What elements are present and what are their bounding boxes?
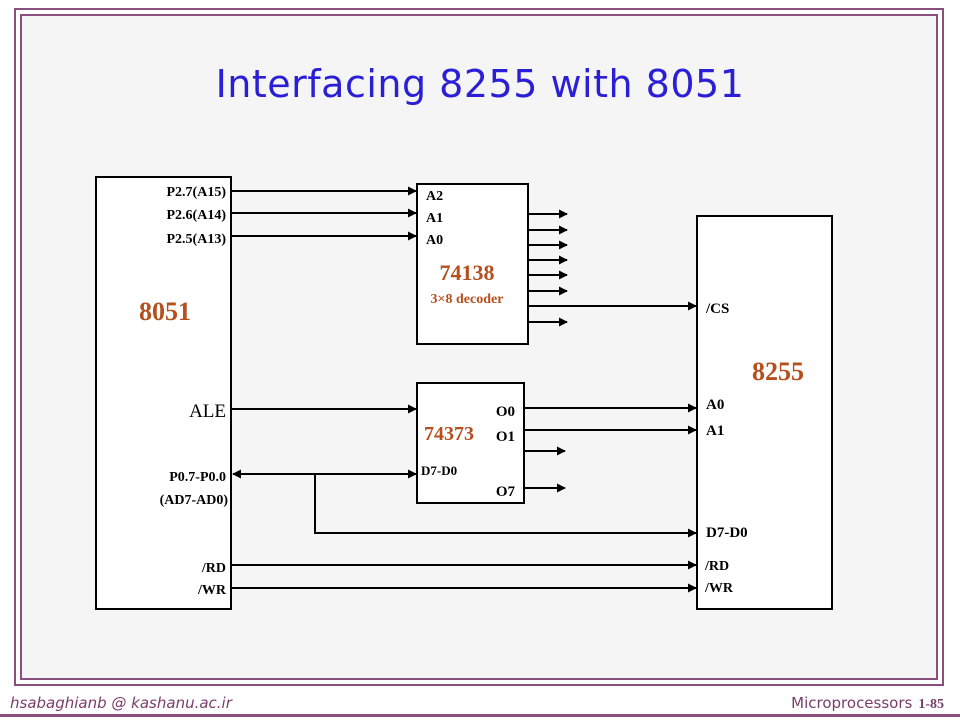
pin-p26: P2.6(A14) xyxy=(167,208,227,223)
chip-74138-label: 74138 xyxy=(440,260,495,285)
chip-74373: 74373 O0 O1 O7 D7-D0 xyxy=(416,382,525,504)
pin-rd: /RD xyxy=(201,561,226,576)
pin-wr: /WR xyxy=(197,583,227,598)
chip-8051-label: 8051 xyxy=(139,297,191,326)
footer-course: Microprocessors xyxy=(791,694,913,712)
pin-port0: P0.7-P0.0 xyxy=(169,470,226,485)
pin-ppi-a1: A1 xyxy=(706,423,724,439)
chip-74138-body xyxy=(416,183,529,345)
pin-ale: ALE xyxy=(189,401,226,422)
chip-8255: 8255 /CS A0 A1 D7-D0 /RD /WR xyxy=(696,215,833,610)
chip-8051-body xyxy=(95,176,232,610)
pin-decoder-a0: A0 xyxy=(426,233,443,248)
footer-course-block: Microprocessors 1-85 xyxy=(791,694,944,713)
footer-page-number: 1-85 xyxy=(918,697,944,712)
pin-ppi-a0: A0 xyxy=(706,397,724,413)
wire-data-to-ppi xyxy=(314,474,697,538)
pin-port0-alt: (AD7-AD0) xyxy=(160,493,229,508)
wires xyxy=(232,186,697,593)
pin-latch-o1: O1 xyxy=(496,429,515,445)
chip-74373-body xyxy=(416,382,525,504)
pin-decoder-a1: A1 xyxy=(426,211,443,226)
footer-email: hsabaghianb @ kashanu.ac.ir xyxy=(10,694,232,712)
pin-latch-o0: O0 xyxy=(496,404,515,420)
pin-ppi-d: D7-D0 xyxy=(706,525,748,541)
chip-8051: 8051 P2.7(A15) P2.6(A14) P2.5(A13) P0.7-… xyxy=(95,176,232,610)
pin-ppi-wr: /WR xyxy=(704,581,734,596)
footer-rule xyxy=(0,714,960,717)
pin-decoder-a2: A2 xyxy=(426,189,443,204)
pin-latch-o7: O7 xyxy=(496,484,516,500)
chip-8255-label: 8255 xyxy=(752,357,804,386)
pin-latch-d: D7-D0 xyxy=(421,463,457,478)
chip-8255-body xyxy=(696,215,833,610)
chip-74373-label: 74373 xyxy=(424,423,474,445)
pin-p27: P2.7(A15) xyxy=(167,185,227,200)
pin-p25: P2.5(A13) xyxy=(167,232,227,247)
chip-74138: A2 A1 A0 74138 3×8 decoder xyxy=(416,183,529,345)
slide-title: Interfacing 8255 with 8051 xyxy=(215,62,745,106)
pin-ppi-rd: /RD xyxy=(704,559,729,574)
chip-74138-subtitle: 3×8 decoder xyxy=(431,292,504,307)
pin-ppi-cs: /CS xyxy=(705,301,729,317)
